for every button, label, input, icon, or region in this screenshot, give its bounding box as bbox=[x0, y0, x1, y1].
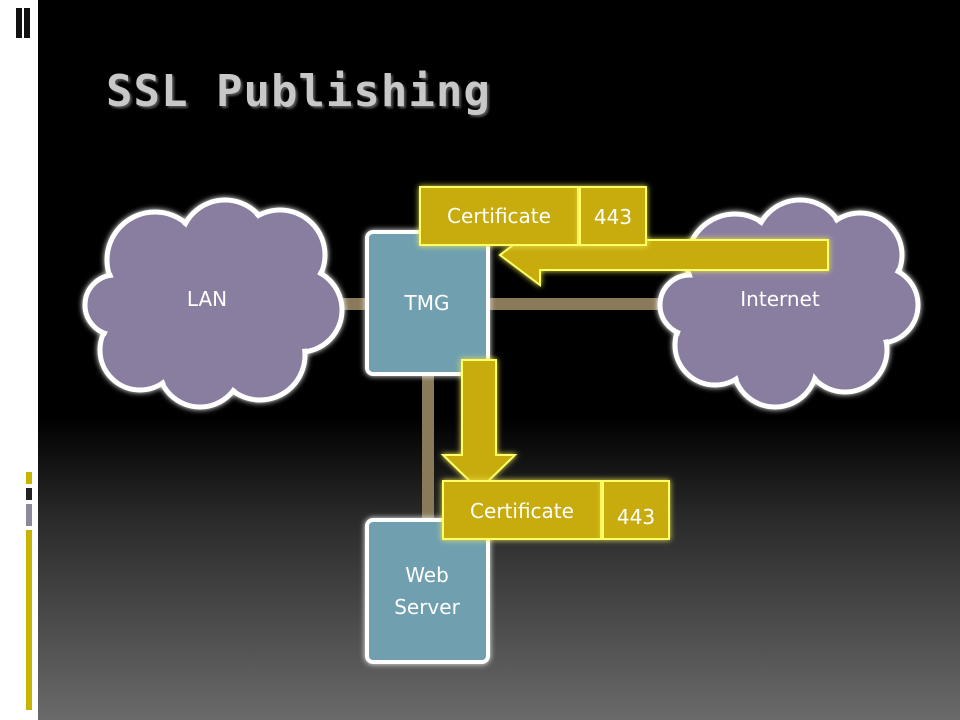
internet-cloud bbox=[657, 197, 921, 410]
lan-cloud bbox=[82, 197, 345, 410]
bottom-certificate-badge bbox=[442, 480, 602, 540]
top-certificate-label: Certificate bbox=[447, 204, 551, 228]
web-server-label-line1: Web bbox=[405, 563, 449, 587]
bottom-port-label: 443 bbox=[617, 505, 655, 529]
accent-tick-top bbox=[16, 8, 22, 38]
lan-label: LAN bbox=[187, 287, 227, 311]
accent-tick-mid-3 bbox=[26, 504, 32, 526]
tmg-label: TMG bbox=[404, 291, 450, 315]
tmg-internet-connector bbox=[486, 298, 676, 310]
bottom-certificate-label: Certificate bbox=[470, 499, 574, 523]
slide-title: SSL Publishing bbox=[106, 66, 491, 117]
forwarding-arrow bbox=[440, 359, 518, 492]
bottom-port-badge bbox=[602, 480, 670, 540]
accent-tick-low bbox=[26, 530, 32, 710]
top-port-badge bbox=[579, 186, 647, 246]
tmg-webserver-connector bbox=[422, 370, 434, 525]
web-server-label-line2: Server bbox=[394, 595, 460, 619]
top-port-label: 443 bbox=[594, 205, 632, 229]
accent-tick-mid bbox=[26, 472, 32, 484]
accent-block-1 bbox=[0, 0, 10, 720]
accent-tick-top-2 bbox=[24, 8, 30, 38]
top-certificate-badge bbox=[419, 186, 579, 246]
internet-label: Internet bbox=[740, 287, 820, 311]
web-server-box bbox=[365, 518, 490, 664]
accent-tick-mid-2 bbox=[26, 488, 32, 500]
